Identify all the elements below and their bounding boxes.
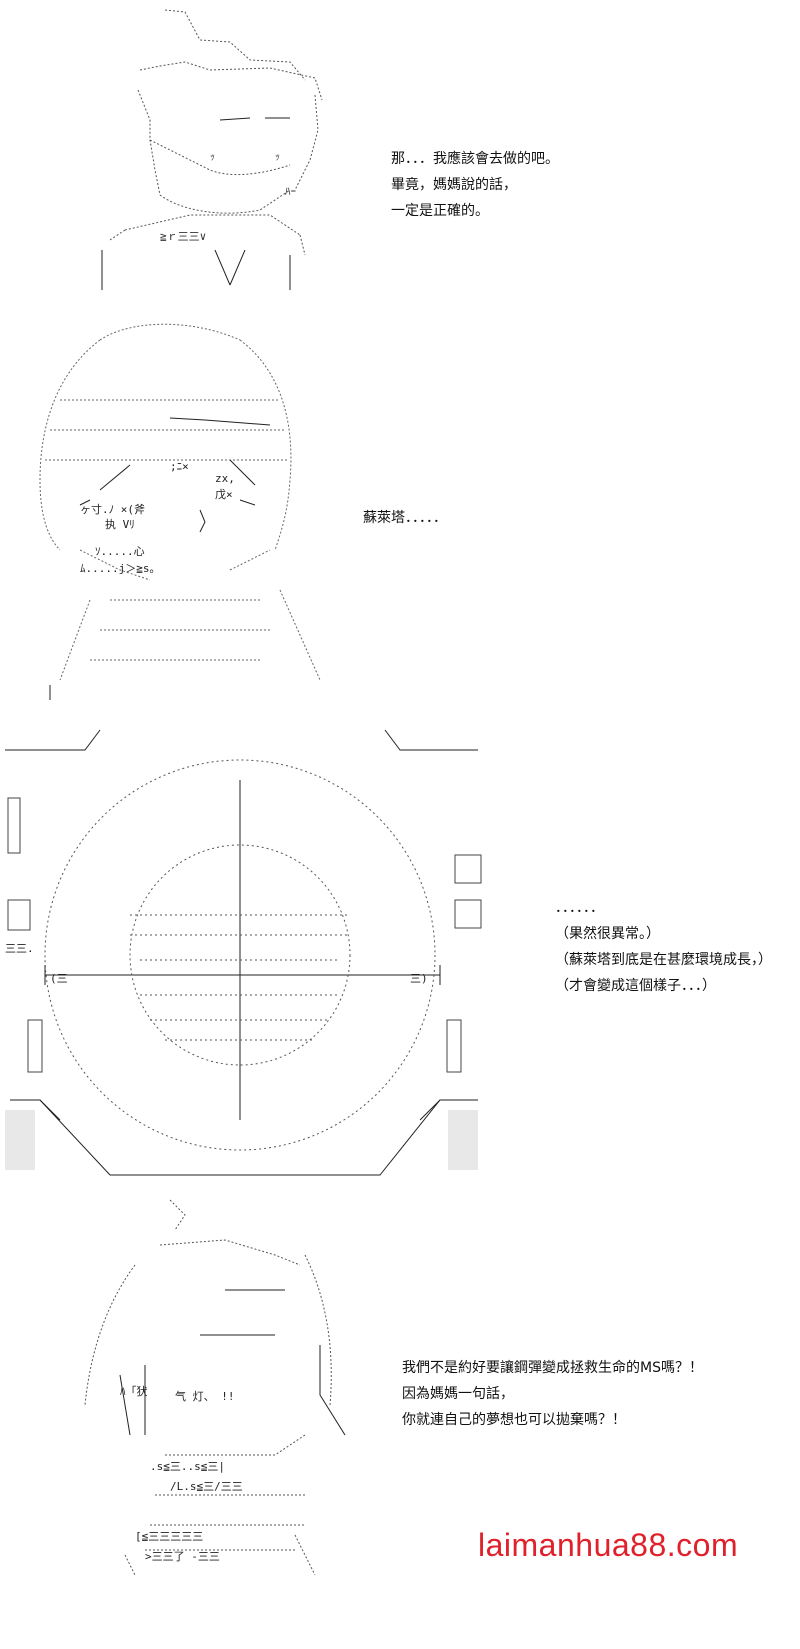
- dialog-line: 蘇萊塔．．．．．: [363, 510, 447, 526]
- cockpit-art: 三三. (三 三): [5, 729, 482, 1176]
- svg-text:;ﾆ×: ;ﾆ×: [170, 460, 189, 473]
- svg-text:>三三了 -三三: >三三了 -三三: [145, 1550, 220, 1563]
- svg-text:ｯ: ｯ: [275, 152, 280, 163]
- character-portrait-art: ｯ ｯ ﾊｰ ≧ｒ三三∨: [101, 9, 323, 290]
- panel-2: ;ﾆ× zx, 戊× ヶ寸.ﾉ ×(斧 执 Vﾘ ｿ.....心 ﾑ.....j…: [0, 300, 800, 720]
- svg-text:ﾊｰ: ﾊｰ: [285, 185, 296, 198]
- dialog-line: 你就連自己的夢想也可以拋棄嗎？！: [402, 1412, 626, 1428]
- svg-text:[≦三三三三三: [≦三三三三三: [135, 1530, 203, 1543]
- dialog-line: 畢竟，媽媽說的話，: [391, 177, 517, 193]
- svg-text:≧ｒ三三∨: ≧ｒ三三∨: [160, 230, 206, 243]
- panel-4: ﾊ「犾 气 灯、 !! .s≦三..s≦三| /L.s≦三/三三 [≦三三三三三…: [0, 1180, 800, 1649]
- svg-text:气 灯、 !!: 气 灯、 !!: [175, 1389, 235, 1403]
- dialog-line: 因為媽媽一句話，: [402, 1386, 514, 1402]
- svg-text:(三: (三: [50, 972, 68, 985]
- dialog-panel-2: 蘇萊塔．．．．．: [363, 505, 447, 531]
- svg-text:/L.s≦三/三三: /L.s≦三/三三: [170, 1480, 243, 1493]
- panel-1: ｯ ｯ ﾊｰ ≧ｒ三三∨ 那．．．我應該會去做的吧。 畢竟，媽媽說的話， 一定是…: [0, 0, 800, 300]
- dialog-panel-4: 我們不是約好要讓鋼彈變成拯救生命的MS嗎？！ 因為媽媽一句話， 你就連自己的夢想…: [402, 1355, 703, 1433]
- panel-3: 三三. (三 三) ．．．．．． （果然很異常。） （蘇萊塔到底是在甚麼環境成長…: [0, 720, 800, 1180]
- svg-text:ﾑ.....j＞≧s｡: ﾑ.....j＞≧s｡: [80, 562, 155, 575]
- svg-text:三): 三): [410, 972, 428, 985]
- site-watermark: laimanhua88.com: [478, 1527, 739, 1563]
- dialog-line: （才會變成這個樣子．．．）: [555, 978, 716, 994]
- dialog-line: 那．．．我應該會去做的吧。: [391, 151, 559, 167]
- dialog-panel-1: 那．．．我應該會去做的吧。 畢竟，媽媽說的話， 一定是正確的。: [391, 146, 559, 224]
- dialog-line: 我們不是約好要讓鋼彈變成拯救生命的MS嗎？！: [402, 1360, 703, 1376]
- svg-text:.s≦三..s≦三|: .s≦三..s≦三|: [150, 1460, 225, 1473]
- svg-text:戊×: 戊×: [215, 488, 233, 501]
- dialog-line: （蘇萊塔到底是在甚麼環境成長，）: [555, 952, 772, 968]
- svg-text:ｯ: ｯ: [210, 152, 215, 163]
- shouting-character-art: ﾊ「犾 气 灯、 !! .s≦三..s≦三| /L.s≦三/三三 [≦三三三三三…: [84, 1199, 346, 1576]
- svg-text:三三.: 三三.: [5, 942, 34, 955]
- svg-text:ヶ寸.ﾉ ×(斧: ヶ寸.ﾉ ×(斧: [80, 502, 145, 516]
- dialog-line: （果然很異常。）: [555, 926, 660, 942]
- svg-text:zx,: zx,: [215, 472, 235, 485]
- dialog-line: 一定是正確的。: [391, 203, 489, 219]
- svg-text:执 Vﾘ: 执 Vﾘ: [105, 517, 135, 531]
- dialog-line: ．．．．．．: [555, 900, 604, 916]
- svg-text:ｿ.....心: ｿ.....心: [95, 545, 145, 558]
- svg-text:ﾊ「犾: ﾊ「犾: [120, 1384, 148, 1398]
- suletta-portrait-art: ;ﾆ× zx, 戊× ヶ寸.ﾉ ×(斧 执 Vﾘ ｿ.....心 ﾑ.....j…: [39, 323, 321, 700]
- dialog-panel-3: ．．．．．． （果然很異常。） （蘇萊塔到底是在甚麼環境成長，） （才會變成這個…: [555, 895, 772, 999]
